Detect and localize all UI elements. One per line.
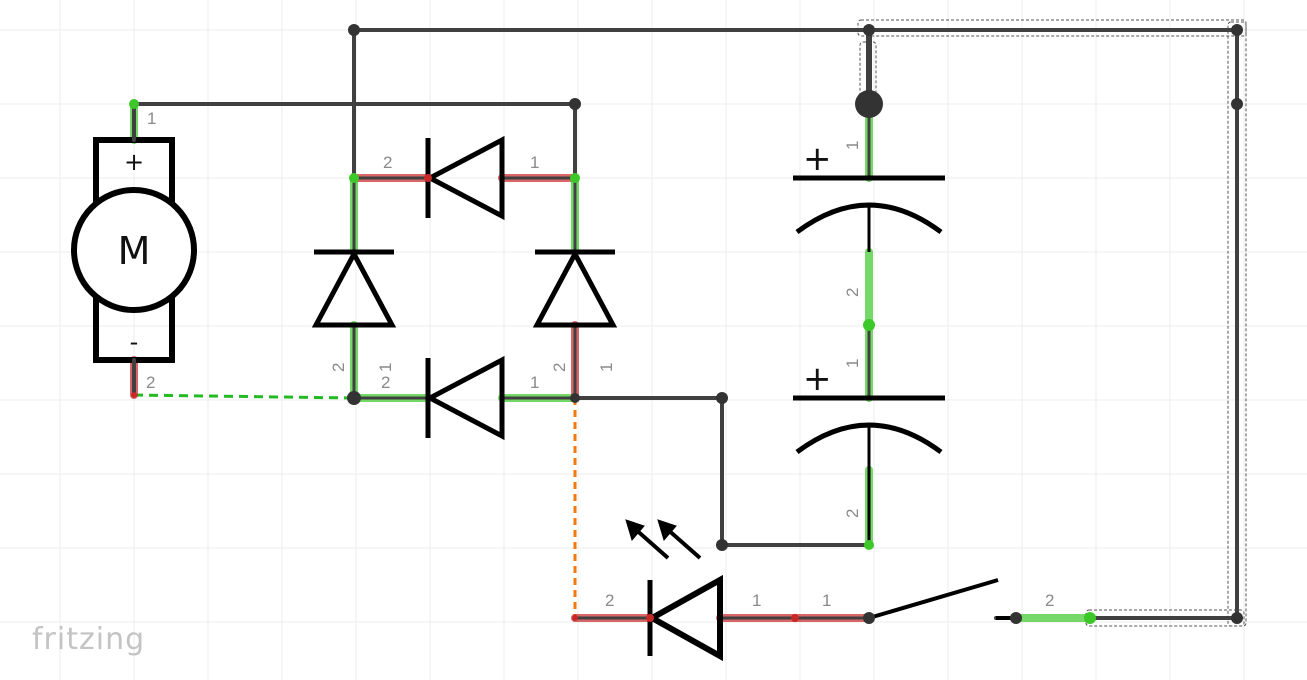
fritzing-logo: fritzing bbox=[32, 622, 146, 657]
wire-bridge-out bbox=[573, 396, 871, 547]
diode-right[interactable]: 2 1 bbox=[532, 176, 618, 400]
motor[interactable]: M + - 1 2 bbox=[71, 102, 197, 397]
cap2-pin-1: 1 bbox=[843, 359, 862, 368]
diode-left[interactable]: 2 1 bbox=[311, 176, 397, 400]
diode-bottom-pin-1: 1 bbox=[530, 373, 539, 392]
diode-bottom[interactable]: 2 1 bbox=[352, 355, 577, 441]
cap2-pin-2: 2 bbox=[843, 509, 862, 518]
cap2-plus: + bbox=[803, 359, 832, 399]
cap1-plus: + bbox=[803, 139, 832, 179]
diode-left-pin-1: 1 bbox=[376, 363, 395, 372]
capacitor-2[interactable]: + 1 2 bbox=[793, 324, 945, 545]
motor-pin-2: 2 bbox=[146, 373, 155, 392]
motor-minus-label: - bbox=[130, 328, 139, 356]
motor-label: M bbox=[118, 229, 151, 273]
wires[interactable] bbox=[132, 27, 1239, 620]
diode-left-pin-2: 2 bbox=[329, 363, 348, 372]
switch[interactable]: 1 2 bbox=[822, 578, 1054, 620]
led-pin-2: 2 bbox=[605, 591, 614, 610]
motor-plus-label: + bbox=[124, 148, 144, 176]
diode-right-pin-1: 1 bbox=[597, 363, 616, 372]
diode-bottom-pin-2: 2 bbox=[381, 373, 390, 392]
junctions bbox=[129, 24, 1243, 624]
cap1-pin-1: 1 bbox=[843, 141, 862, 150]
capacitor-1[interactable]: + 1 2 bbox=[793, 102, 945, 297]
led-light-arrows-icon bbox=[625, 519, 702, 560]
ratsnest-motor-bridge[interactable] bbox=[133, 393, 355, 400]
connection-highlights bbox=[130, 100, 1094, 622]
diode-top-pin-2: 2 bbox=[383, 153, 392, 172]
switch-pin-1: 1 bbox=[822, 591, 831, 610]
diode-right-pin-2: 2 bbox=[550, 363, 569, 372]
motor-pin-1: 1 bbox=[147, 109, 156, 128]
switch-pin-2: 2 bbox=[1045, 591, 1054, 610]
selection-outline bbox=[857, 19, 1247, 627]
led-pin-1: 1 bbox=[752, 591, 761, 610]
diode-top-pin-1: 1 bbox=[530, 153, 539, 172]
cap1-pin-2: 2 bbox=[843, 288, 862, 297]
